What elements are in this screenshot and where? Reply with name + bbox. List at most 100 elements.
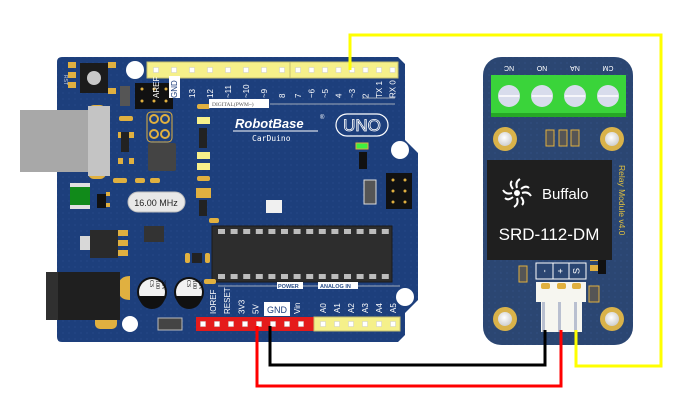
header-pin[interactable]: [376, 67, 382, 73]
chip-leg: [369, 229, 377, 234]
capacitor: CS 100 35V: [174, 277, 204, 309]
relay-mount-hole: [600, 127, 624, 151]
pin-label: 7: [294, 93, 303, 98]
pin-label: 3V3: [237, 299, 246, 314]
microcontroller: [211, 225, 393, 283]
header-pin[interactable]: [376, 321, 382, 327]
chip-leg: [306, 274, 314, 279]
chip-leg: [243, 274, 251, 279]
pin-label: 4: [335, 93, 344, 98]
mounting-hole: [126, 61, 144, 79]
power-label: POWER: [278, 284, 299, 290]
icsp-header-right: [386, 173, 412, 209]
svg-text:35V: 35V: [160, 280, 166, 291]
header-pin[interactable]: [335, 67, 342, 73]
pin-label: 2: [362, 93, 371, 98]
pin-label: ~6: [308, 88, 317, 98]
pin-label: 13: [188, 89, 197, 98]
chip-leg: [281, 229, 288, 234]
jumper-pads: [146, 111, 173, 143]
header-pin[interactable]: [171, 67, 177, 73]
header-pin[interactable]: [242, 321, 248, 327]
power-header: [196, 317, 314, 331]
model-name: CarDuino: [252, 134, 291, 143]
relay-pin-label: +: [556, 268, 566, 273]
header-pin[interactable]: [295, 67, 301, 73]
header-pin[interactable]: [225, 67, 231, 73]
header-pin[interactable]: [334, 321, 340, 327]
led-power: [355, 142, 369, 150]
chip-leg: [255, 229, 263, 234]
chip-leg: [243, 229, 251, 234]
chip-leg: [318, 229, 326, 234]
relay-mount-hole: [600, 307, 624, 331]
relay-pin-label: -: [540, 270, 550, 273]
buffalo-logo-icon: [502, 178, 532, 208]
voltage-regulator: [80, 226, 164, 258]
chip-leg: [369, 274, 377, 279]
chip-leg: [268, 274, 276, 279]
power-wire[interactable]: [255, 326, 563, 388]
header-pin[interactable]: [389, 67, 396, 73]
side-label: RST: [62, 75, 68, 85]
pin-label: TX 1: [375, 81, 384, 98]
header-pin[interactable]: [214, 321, 220, 327]
relay-brand: Buffalo: [542, 186, 588, 203]
capacitor-smd: [363, 179, 377, 205]
registered-mark: ®: [320, 114, 325, 121]
chip-leg: [230, 229, 238, 234]
header-pin[interactable]: [390, 321, 396, 327]
relay-mount-hole: [493, 127, 517, 151]
ground-wire[interactable]: [268, 326, 547, 367]
header-pin[interactable]: [200, 321, 206, 327]
digital-header-left: [146, 61, 294, 79]
header-pin[interactable]: [284, 321, 290, 327]
pin-label: ~9: [260, 88, 269, 98]
header-pin[interactable]: [322, 67, 328, 73]
brand-logo: RobotBase: [235, 116, 304, 131]
pin-label: 5V: [252, 304, 261, 314]
header-pin[interactable]: [270, 321, 276, 327]
header-pin[interactable]: [362, 67, 369, 73]
pin-label: ~3: [348, 88, 357, 98]
header-pin[interactable]: [228, 321, 234, 327]
digital-label-box: [209, 99, 269, 108]
relay-pin-header: -+S: [535, 262, 587, 332]
header-pin[interactable]: [320, 321, 326, 327]
pin-label: ~11: [224, 84, 233, 98]
header-pin[interactable]: [207, 67, 213, 73]
svg-text:100: 100: [191, 280, 197, 289]
fuse: [70, 183, 110, 209]
header-pin[interactable]: [279, 67, 285, 73]
usb-connector: [20, 105, 110, 179]
analog-header: [313, 316, 401, 332]
power-jack: [46, 272, 130, 329]
chip-leg: [356, 274, 364, 279]
header-pin[interactable]: [261, 67, 267, 73]
digital-label: DIGITAL(PWM~): [212, 101, 254, 108]
header-pin[interactable]: [308, 67, 315, 73]
header-pin[interactable]: [362, 321, 368, 327]
reset-button[interactable]: [68, 62, 116, 94]
pin-label: ~10: [242, 84, 251, 98]
relay-mount-hole: [493, 307, 517, 331]
resistor-array: [359, 152, 367, 169]
header-pin[interactable]: [243, 67, 249, 73]
pin-label: IOREF: [209, 289, 218, 314]
header-pin[interactable]: [153, 67, 159, 73]
chip-leg: [255, 274, 263, 279]
chip-leg: [218, 229, 225, 234]
header-pin[interactable]: [256, 321, 262, 327]
diode: [157, 317, 183, 331]
header-pin[interactable]: [189, 67, 195, 73]
pin-label: A5: [389, 303, 398, 313]
screw-terminal[interactable]: [491, 75, 626, 117]
header-pin[interactable]: [348, 321, 354, 327]
signal-wire[interactable]: [348, 33, 663, 368]
pin-label: A3: [361, 303, 370, 313]
header-pin[interactable]: [298, 321, 304, 327]
